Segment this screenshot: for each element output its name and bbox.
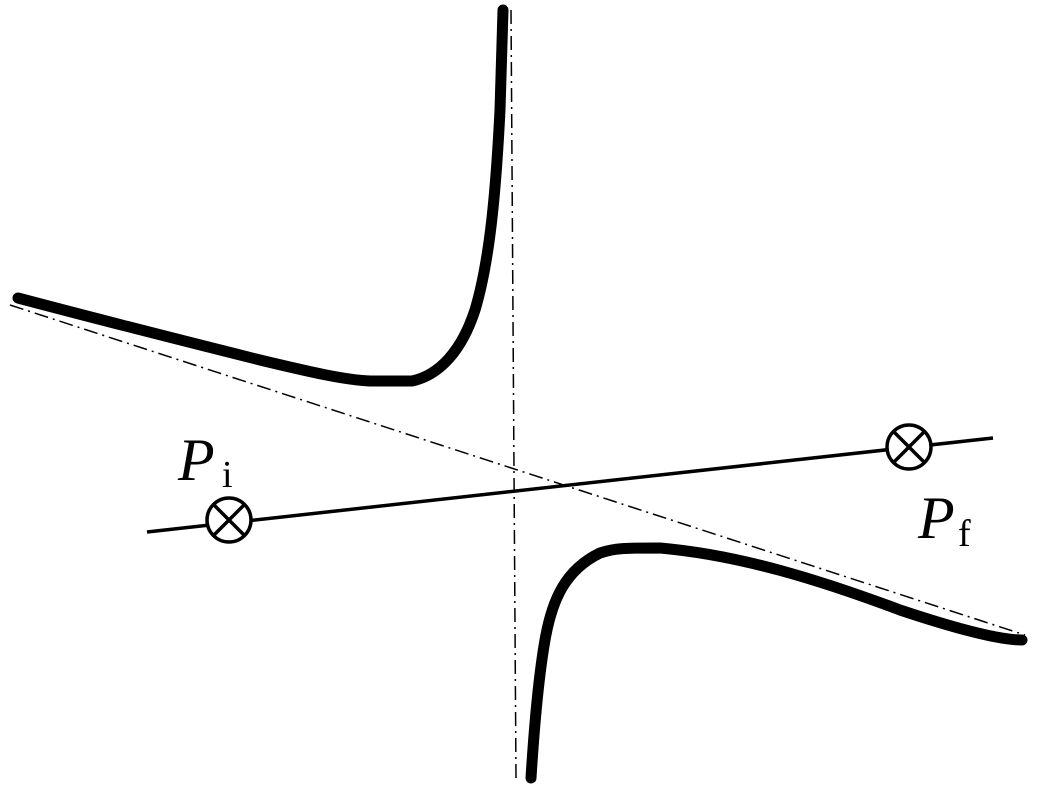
final-point-marker xyxy=(885,423,933,471)
path-line xyxy=(146,436,994,534)
final-point-label-main: P xyxy=(917,485,955,551)
initial-point-label-sub: i xyxy=(222,454,233,496)
lower-hyperbola-branch xyxy=(525,542,1028,784)
vertical-asymptote xyxy=(510,9,517,779)
circle-times-icon xyxy=(885,423,933,471)
upper-hyperbola-branch xyxy=(12,4,509,387)
initial-point-label-main: P xyxy=(177,427,215,493)
slanted-asymptote xyxy=(9,304,1026,636)
initial-point-marker xyxy=(205,496,253,544)
final-point-label: P f xyxy=(917,485,971,555)
initial-point-label: P i xyxy=(177,427,233,496)
circle-times-icon xyxy=(205,496,253,544)
final-point-label-sub: f xyxy=(958,513,971,555)
